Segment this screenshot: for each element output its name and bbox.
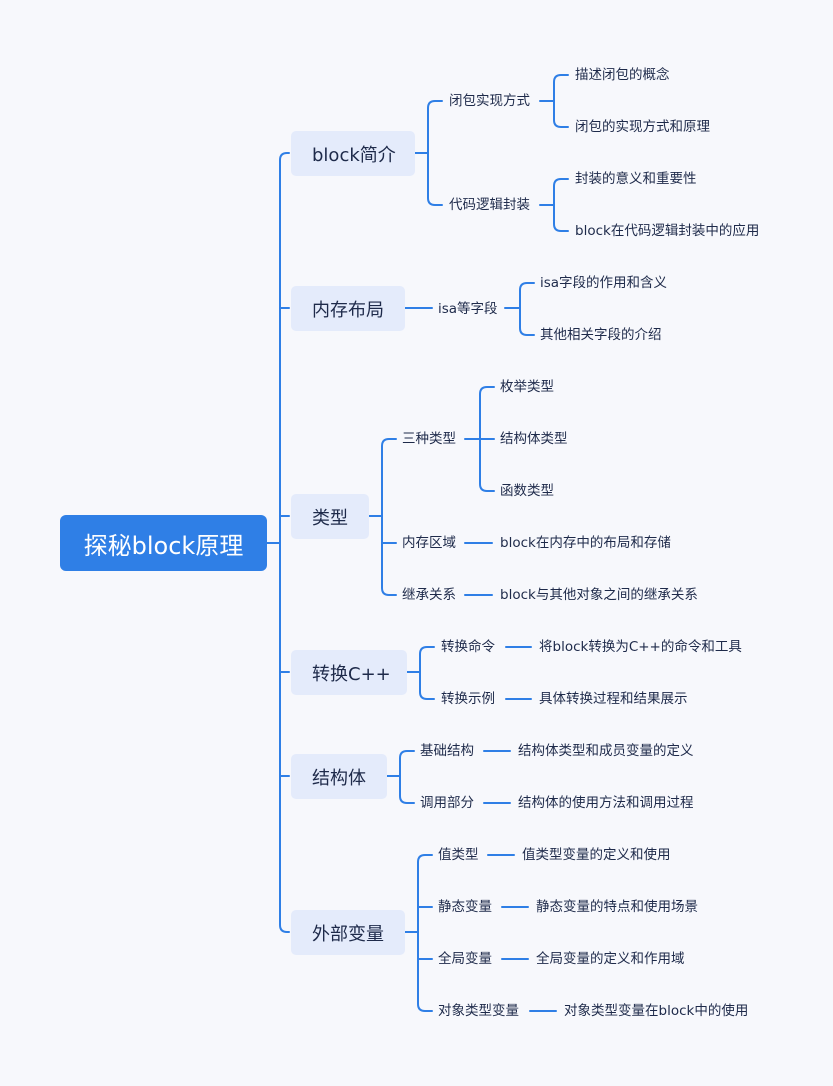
subtopic-code-encapsulation[interactable]: 代码逻辑封装 bbox=[449, 197, 530, 213]
branch-types[interactable]: 类型 bbox=[291, 494, 369, 539]
leaf-inheritance-relation[interactable]: block与其他对象之间的继承关系 bbox=[500, 587, 698, 603]
subtopic-convert-example[interactable]: 转换示例 bbox=[441, 691, 495, 707]
leaf-other-fields[interactable]: 其他相关字段的介绍 bbox=[540, 327, 662, 343]
leaf-value-type-def[interactable]: 值类型变量的定义和使用 bbox=[522, 847, 671, 863]
subtopic-memory-region[interactable]: 内存区域 bbox=[402, 535, 456, 551]
leaf-isa-role[interactable]: isa字段的作用和含义 bbox=[540, 275, 668, 291]
leaf-encapsulation-meaning[interactable]: 封装的意义和重要性 bbox=[575, 171, 697, 187]
subtopic-static-var[interactable]: 静态变量 bbox=[438, 899, 492, 915]
subtopic-isa-fields[interactable]: isa等字段 bbox=[438, 301, 498, 317]
root-topic[interactable]: 探秘block原理 bbox=[60, 515, 267, 571]
subtopic-value-type[interactable]: 值类型 bbox=[438, 847, 479, 863]
leaf-memory-layout-storage[interactable]: block在内存中的布局和存储 bbox=[500, 535, 671, 551]
subtopic-three-types[interactable]: 三种类型 bbox=[402, 431, 456, 447]
subtopic-convert-command[interactable]: 转换命令 bbox=[441, 639, 495, 655]
leaf-struct-type[interactable]: 结构体类型 bbox=[500, 431, 568, 447]
leaf-function-type[interactable]: 函数类型 bbox=[500, 483, 554, 499]
leaf-struct-usage[interactable]: 结构体的使用方法和调用过程 bbox=[518, 795, 694, 811]
subtopic-object-type-var[interactable]: 对象类型变量 bbox=[438, 1003, 519, 1019]
subtopic-inheritance[interactable]: 继承关系 bbox=[402, 587, 456, 603]
leaf-closure-concept[interactable]: 描述闭包的概念 bbox=[575, 67, 670, 83]
subtopic-basic-structure[interactable]: 基础结构 bbox=[420, 743, 474, 759]
subtopic-closure-impl[interactable]: 闭包实现方式 bbox=[449, 93, 530, 109]
leaf-closure-principle[interactable]: 闭包的实现方式和原理 bbox=[575, 119, 710, 135]
leaf-static-var-traits[interactable]: 静态变量的特点和使用场景 bbox=[536, 899, 698, 915]
leaf-object-var-usage[interactable]: 对象类型变量在block中的使用 bbox=[564, 1003, 749, 1019]
branch-block-intro[interactable]: block简介 bbox=[291, 131, 415, 176]
leaf-enum-type[interactable]: 枚举类型 bbox=[500, 379, 554, 395]
subtopic-call-part[interactable]: 调用部分 bbox=[420, 795, 474, 811]
leaf-global-var-scope[interactable]: 全局变量的定义和作用域 bbox=[536, 951, 685, 967]
subtopic-global-var[interactable]: 全局变量 bbox=[438, 951, 492, 967]
branch-external-vars[interactable]: 外部变量 bbox=[291, 910, 405, 955]
leaf-convert-result[interactable]: 具体转换过程和结果展示 bbox=[539, 691, 688, 707]
leaf-struct-member-def[interactable]: 结构体类型和成员变量的定义 bbox=[518, 743, 694, 759]
branch-convert-cpp[interactable]: 转换C++ bbox=[291, 650, 407, 695]
leaf-convert-tools[interactable]: 将block转换为C++的命令和工具 bbox=[539, 639, 742, 655]
branch-struct[interactable]: 结构体 bbox=[291, 754, 387, 799]
branch-memory-layout[interactable]: 内存布局 bbox=[291, 286, 405, 331]
leaf-encapsulation-usage[interactable]: block在代码逻辑封装中的应用 bbox=[575, 223, 760, 239]
